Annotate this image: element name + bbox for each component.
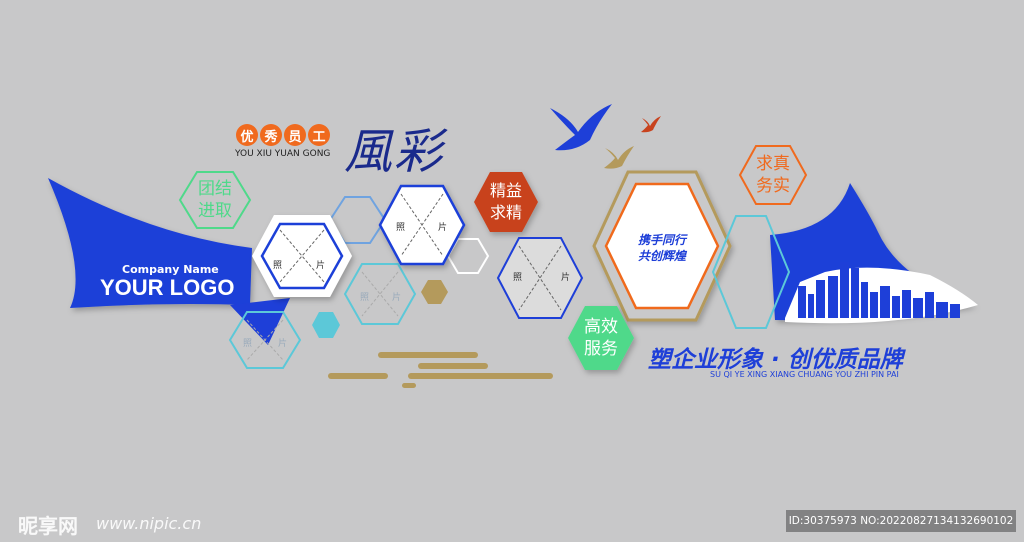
photo-faint1-label-2: 片 bbox=[278, 339, 288, 349]
photo-faint2-label-2: 片 bbox=[392, 293, 402, 303]
header-chip-4: 工 bbox=[308, 124, 330, 146]
hex-truth-label: 求真 务实 bbox=[756, 154, 790, 196]
header-chip-2: 秀 bbox=[260, 124, 282, 146]
company-name: Company Name bbox=[122, 263, 219, 276]
blue-bird-icon bbox=[550, 104, 612, 151]
hex-outline-white-small bbox=[446, 238, 490, 274]
hex-cyan-filled bbox=[312, 312, 340, 338]
slogan-pinyin: SU QI YE XING XIANG CHUANG YOU ZHI PIN P… bbox=[710, 370, 899, 379]
photo-hex-right bbox=[496, 237, 584, 319]
hex-truth-outline bbox=[738, 145, 808, 205]
photo-hex-left bbox=[252, 215, 352, 297]
watermark-site-cn: 昵享网 bbox=[18, 514, 78, 538]
hex-efficient-label: 高效 服务 bbox=[584, 317, 618, 359]
header-chip-1: 优 bbox=[236, 124, 258, 146]
cloud-bars bbox=[328, 352, 553, 388]
hex-hand-in-hand bbox=[592, 170, 732, 322]
city-skyline bbox=[798, 262, 960, 318]
left-banner-shape bbox=[48, 178, 252, 308]
hex-hand-in-hand-label: 携手同行 共创辉煌 bbox=[637, 233, 686, 263]
header-pinyin: YOU XIU YUAN GONG bbox=[235, 149, 331, 159]
photo-right-label-1: 照 bbox=[513, 273, 523, 283]
hex-excellence-fill bbox=[474, 172, 538, 232]
hex-unity-outline bbox=[178, 171, 252, 229]
photo-faint1-label-1: 照 bbox=[243, 339, 253, 349]
header-calligraphy: 風彩 bbox=[344, 124, 445, 180]
photo-right-label-2: 片 bbox=[561, 273, 571, 283]
left-banner-tail bbox=[230, 298, 290, 345]
photo-center-label-2: 片 bbox=[438, 223, 448, 233]
hex-unity-label: 团结 进取 bbox=[198, 179, 232, 221]
slogan-main: 塑企业形象 · 创优质品牌 bbox=[648, 347, 903, 373]
gold-bird-icon bbox=[604, 146, 634, 169]
photo-faint2-label-1: 照 bbox=[360, 293, 370, 303]
photo-hex-faint-2 bbox=[343, 263, 417, 325]
watermark-site-url: www.nipic.cn bbox=[96, 514, 202, 533]
photo-hex-center bbox=[378, 184, 466, 266]
red-bird-icon bbox=[641, 116, 661, 133]
hex-outline-cyan-large bbox=[711, 215, 791, 329]
watermark-id: ID:30375973 NO:20220827134132690102 bbox=[786, 510, 1016, 532]
header-chip-3: 员 bbox=[284, 124, 306, 146]
hex-efficient-fill bbox=[568, 306, 634, 370]
photo-center-label-1: 照 bbox=[396, 223, 406, 233]
hex-gold-filled bbox=[421, 280, 448, 304]
photo-hex-faint-1 bbox=[228, 311, 302, 369]
hex-excellence-label: 精益 求精 bbox=[489, 181, 522, 222]
photo-left-label-2: 片 bbox=[316, 261, 326, 271]
logo-text: YOUR LOGO bbox=[100, 275, 235, 300]
photo-left-label-1: 照 bbox=[273, 261, 283, 271]
